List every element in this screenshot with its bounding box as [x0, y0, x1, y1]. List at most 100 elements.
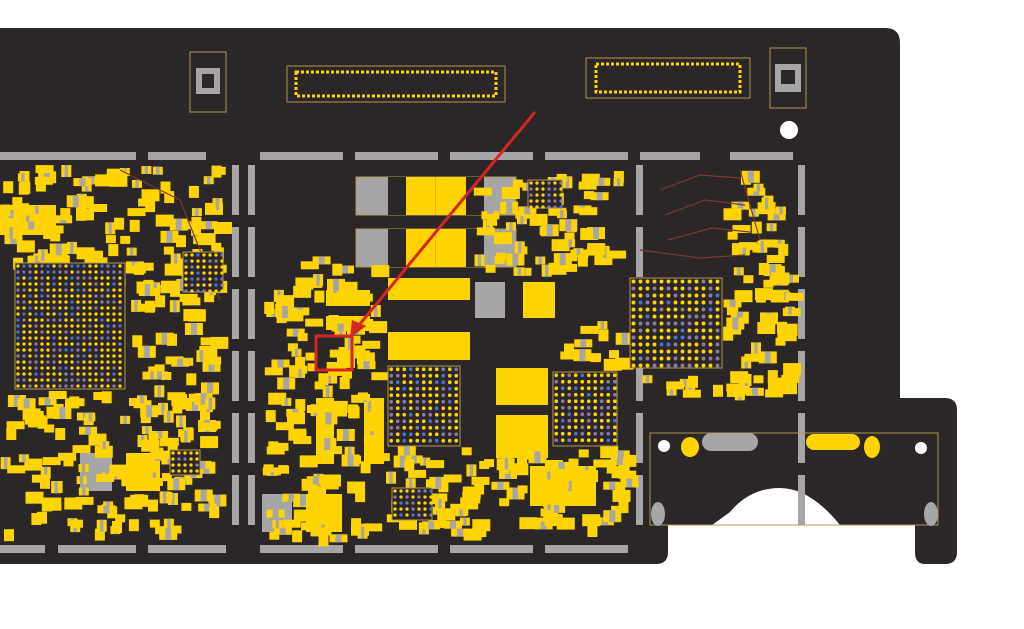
bga-ball [76, 372, 80, 376]
bga-ball [46, 372, 50, 376]
bga-ball [666, 349, 671, 354]
smd-part-center [318, 256, 325, 265]
bga-ball [547, 205, 551, 209]
smd-part-center [41, 249, 45, 262]
bga-ball [22, 264, 26, 268]
edge-strip [798, 475, 805, 525]
bga-ball [708, 342, 713, 347]
bga-ball [680, 349, 685, 354]
bga-ball [389, 393, 394, 398]
bga-ball [454, 425, 459, 430]
smd-part [568, 458, 579, 467]
smd-part-center [284, 397, 289, 406]
bga-ball [666, 300, 671, 305]
bga-ball [76, 312, 80, 316]
bga-ball [402, 367, 407, 372]
smd-part-center [64, 165, 68, 177]
bga-ball [715, 335, 720, 340]
bga-ball [16, 264, 20, 268]
bga-ball [100, 366, 104, 370]
smd-part [154, 450, 173, 459]
bga-ball [22, 306, 26, 310]
bga-ball [94, 288, 98, 292]
bga-ball [100, 336, 104, 340]
bga-ball [64, 264, 68, 268]
bga-ball [112, 366, 116, 370]
smd-part [112, 521, 122, 533]
bga-ball [184, 259, 188, 263]
bga-ball [395, 432, 400, 437]
bga-ball [606, 431, 611, 436]
bga-ball [202, 283, 206, 287]
smd-part-center [145, 426, 149, 435]
bga-ball [405, 495, 409, 499]
bga-ball [645, 335, 650, 340]
bga-ball [34, 300, 38, 304]
bga-ball [171, 469, 175, 473]
bga-ball [599, 373, 604, 378]
bga-ball [428, 406, 433, 411]
smd-part [126, 459, 137, 468]
bga-ball [659, 356, 664, 361]
bga-ball [606, 373, 611, 378]
smd-part [133, 400, 152, 409]
bga-ball [687, 286, 692, 291]
bga-ball [638, 314, 643, 319]
smd-part-center [525, 182, 530, 191]
bga-ball [184, 265, 188, 269]
smd-part [148, 432, 159, 441]
smd-part-center [754, 342, 758, 355]
smd-part [300, 261, 319, 270]
bga-ball [46, 282, 50, 286]
bga-ball [64, 306, 68, 310]
bga-ball [421, 412, 426, 417]
bga-ball [112, 342, 116, 346]
bga-ball [22, 300, 26, 304]
bga-ball [52, 354, 56, 358]
bga-ball [106, 312, 110, 316]
bga-ball [393, 507, 397, 511]
bga-ball [631, 300, 636, 305]
smd-part [329, 349, 340, 358]
smd-part [342, 370, 352, 379]
bga-ball [701, 279, 706, 284]
bga-ball [195, 457, 199, 461]
bga-ball [673, 356, 678, 361]
smd-part-center [598, 177, 605, 186]
smd-part-center [134, 299, 138, 312]
bga-ball [208, 271, 212, 275]
bga-ball [34, 282, 38, 286]
smd-part [476, 227, 495, 236]
bga-ball [421, 425, 426, 430]
bga-ball [58, 348, 62, 352]
bga-ball [529, 181, 533, 185]
smd-part [726, 383, 745, 392]
smd-part [292, 530, 303, 543]
smd-part-center [565, 176, 570, 189]
smd-part [191, 223, 201, 236]
bga-ball [22, 378, 26, 382]
smd-part [203, 356, 222, 365]
bga-ball [58, 288, 62, 292]
bga-ball [408, 432, 413, 437]
smd-part-center [281, 306, 288, 318]
smd-part [44, 424, 55, 433]
edge-strip [355, 545, 438, 553]
bga-ball [666, 307, 671, 312]
bga-ball [402, 393, 407, 398]
bga-ball [694, 356, 699, 361]
bga-ball [423, 501, 427, 505]
bga-ball [16, 378, 20, 382]
smd-part [314, 290, 325, 303]
inductor-pad [436, 177, 466, 215]
smd-part [295, 356, 306, 369]
smd-part [726, 307, 737, 316]
smd-part [307, 405, 325, 413]
smd-part [408, 469, 427, 478]
bga-ball [70, 330, 74, 334]
smd-part [94, 528, 105, 541]
edge-strip [232, 165, 239, 215]
smd-part [474, 482, 485, 495]
bga-ball [28, 312, 32, 316]
bga-ball [88, 270, 92, 274]
